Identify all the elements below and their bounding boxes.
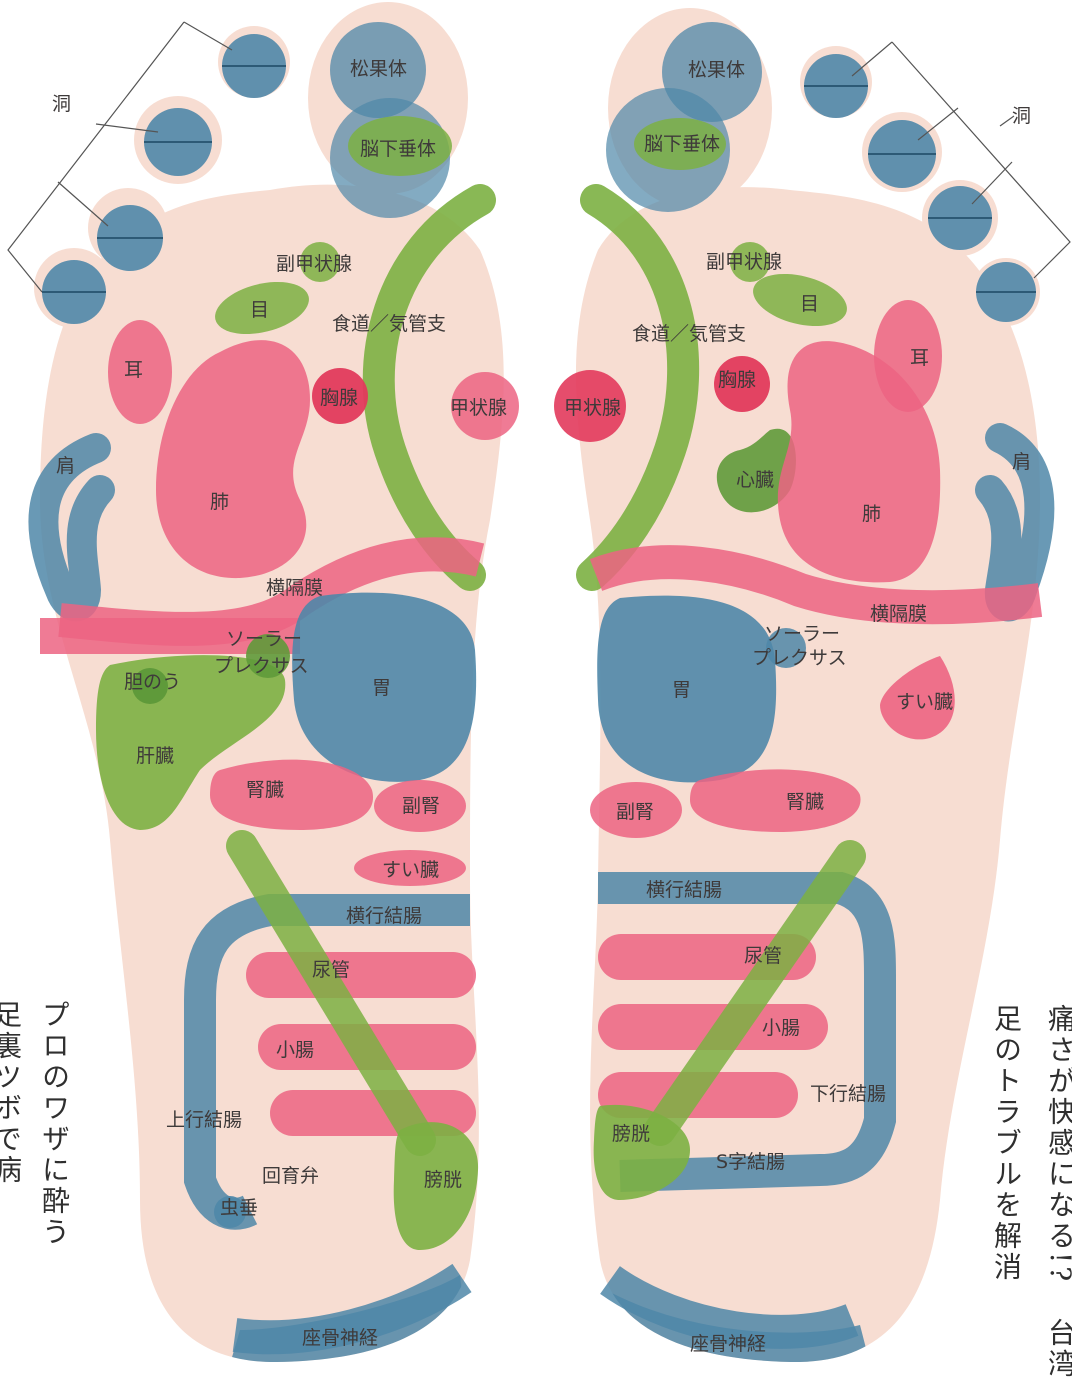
right-label-pituitary: 脳下垂体 (644, 133, 720, 155)
left-label-ureter: 尿管 (312, 959, 350, 981)
right-label-ear: 耳 (910, 347, 929, 369)
left-label-thymus: 胸腺 (320, 387, 358, 409)
left-kidney-zone (210, 760, 373, 830)
left-foot: 洞 松果体 脳下垂体 副甲状腺 目 食道／気管支 耳 胸腺 甲状腺 肩 肺 横隔… (8, 2, 519, 1364)
left-label-esophagus: 食道／気管支 (332, 313, 446, 335)
right-label-transverse-colon: 横行結腸 (646, 879, 722, 901)
right-label-eye: 目 (800, 293, 819, 315)
right-label-kidney: 腎臓 (786, 791, 824, 813)
left-label-solar-plexus-2: プレクサス (214, 655, 309, 677)
right-label-heart: 心臓 (736, 469, 774, 491)
side-caption-right-c: 台湾 (1040, 1318, 1072, 1380)
right-label-small-intestine: 小腸 (762, 1017, 800, 1039)
right-label-adrenal: 副腎 (616, 801, 654, 823)
right-label-sigmoid-colon: S字結腸 (716, 1151, 785, 1173)
side-caption-right-a: 足のトラブルを解消 (986, 1004, 1026, 1283)
right-label-descending-colon: 下行結腸 (810, 1083, 886, 1105)
right-label-ureter: 尿管 (744, 945, 782, 967)
left-label-shoulder: 肩 (56, 455, 75, 477)
left-label-pituitary: 脳下垂体 (360, 138, 436, 160)
left-label-diaphragm: 横隔膜 (266, 577, 323, 599)
right-label-thymus: 胸腺 (718, 369, 756, 391)
left-label-solar-plexus-1: ソーラー (226, 628, 302, 650)
right-label-lung: 肺 (862, 503, 881, 525)
right-label-stomach: 胃 (672, 679, 691, 701)
left-label-bladder: 膀胱 (424, 1169, 462, 1191)
left-label-ileocecal-valve: 回育弁 (262, 1165, 319, 1187)
left-label-ascending-colon: 上行結腸 (166, 1109, 242, 1131)
left-label-adrenal: 副腎 (402, 795, 440, 817)
left-label-thyroid: 甲状腺 (450, 397, 507, 419)
left-label-parathyroid: 副甲状腺 (276, 253, 352, 275)
right-label-solar-plexus-2: プレクサス (752, 647, 847, 669)
left-label-lung: 肺 (210, 491, 229, 513)
left-label-small-intestine: 小腸 (276, 1039, 314, 1061)
right-label-thyroid: 甲状腺 (564, 397, 621, 419)
left-small-intestine-band-1 (246, 952, 476, 998)
right-label-parathyroid: 副甲状腺 (706, 251, 782, 273)
left-label-pancreas: すい臓 (382, 859, 439, 881)
left-label-liver: 肝臓 (136, 745, 174, 767)
left-label-pineal: 松果体 (350, 58, 407, 80)
side-caption-left-a: プロのワザに酔う (34, 1000, 74, 1248)
right-label-solar-plexus-1: ソーラー (764, 623, 840, 645)
left-label-stomach: 胃 (372, 677, 391, 699)
right-label-diaphragm: 横隔膜 (870, 603, 927, 625)
left-label-eye: 目 (250, 299, 269, 321)
right-label-bladder: 膀胱 (612, 1123, 650, 1145)
left-label-sciatic: 座骨神経 (302, 1327, 378, 1349)
left-label-gallbladder: 胆のう (124, 671, 181, 693)
right-label-pancreas: すい臓 (896, 691, 953, 713)
side-caption-left-b: 足裏ツボで病 (0, 1000, 26, 1186)
right-label-shoulder: 肩 (1012, 451, 1031, 473)
left-label-ear: 耳 (124, 359, 143, 381)
right-label-sciatic: 座骨神経 (690, 1333, 766, 1355)
left-label-transverse-colon: 横行結腸 (346, 905, 422, 927)
right-kidney-zone (690, 769, 861, 832)
right-label-esophagus: 食道／気管支 (632, 323, 746, 345)
left-label-kidney: 腎臓 (246, 779, 284, 801)
left-label-appendix: 虫垂 (220, 1197, 258, 1219)
right-label-sinus: 洞 (1012, 105, 1031, 127)
side-caption-right-b: 痛さが快感になる!? (1040, 1004, 1072, 1284)
left-label-sinus: 洞 (52, 93, 71, 115)
right-label-pineal: 松果体 (688, 59, 745, 81)
